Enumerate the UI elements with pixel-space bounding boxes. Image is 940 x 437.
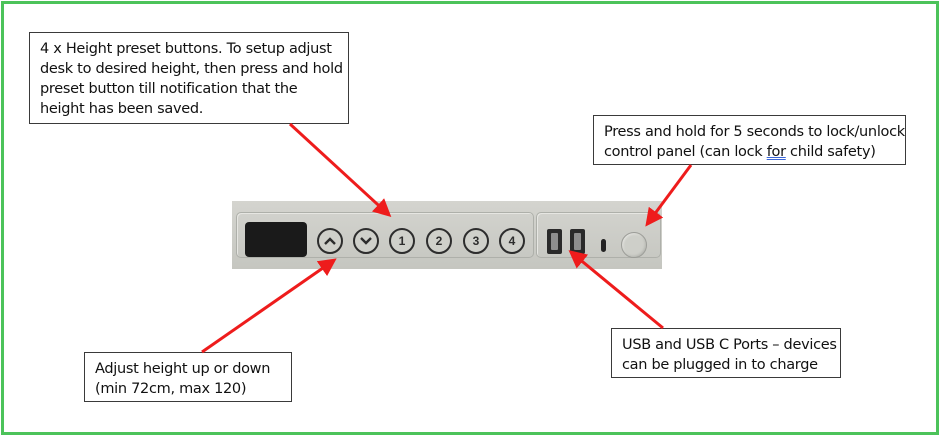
callout-text-line: USB and USB C Ports – devices (622, 337, 837, 353)
preset-4-button[interactable]: 4 (499, 228, 525, 254)
usb-a-port[interactable] (547, 229, 562, 254)
preset-1-button[interactable]: 1 (389, 228, 415, 254)
arrow-to-usb-ports (568, 250, 664, 330)
height-display (245, 222, 307, 257)
lock-button[interactable] (621, 232, 647, 258)
callout-preset-buttons: 4 x Height preset buttons. To setup adju… (29, 32, 349, 124)
spellcheck-underlined-word: for (766, 144, 786, 160)
callout-text-line: Press and hold for 5 seconds to lock/unl… (604, 124, 905, 140)
preset-3-button[interactable]: 3 (463, 228, 489, 254)
usb-a-port[interactable] (570, 229, 585, 254)
port-bezel (536, 212, 661, 258)
usb-c-port[interactable] (601, 239, 606, 252)
callout-text-line: control panel (can lock for child safety… (604, 142, 895, 162)
arrow-to-preset-buttons (288, 122, 392, 218)
callout-text-line: (min 72cm, max 120) (95, 381, 247, 397)
callout-text-line: can be plugged in to charge (622, 357, 818, 373)
down-button[interactable] (353, 228, 379, 254)
up-button[interactable] (317, 228, 343, 254)
callout-lock-panel: Press and hold for 5 seconds to lock/unl… (593, 115, 906, 165)
callout-text-line: preset button till notification that the (40, 81, 298, 97)
callout-adjust-height: Adjust height up or down (min 72cm, max … (84, 352, 292, 402)
arrow-to-lock-button (645, 164, 693, 227)
preset-2-button[interactable]: 2 (426, 228, 452, 254)
callout-text-fragment: control panel (can lock (604, 144, 767, 160)
arrow-to-up-down-buttons (201, 258, 337, 354)
callout-text-line: desk to desired height, then press and h… (40, 61, 343, 77)
callout-text-fragment: child safety) (785, 144, 876, 160)
callout-text-line: Adjust height up or down (95, 361, 271, 377)
callout-usb-ports: USB and USB C Ports – devices can be plu… (611, 328, 841, 378)
callout-text-line: height has been saved. (40, 101, 204, 117)
chevron-up-icon (324, 237, 336, 245)
callout-text-line: 4 x Height preset buttons. To setup adju… (40, 41, 332, 57)
chevron-down-icon (360, 237, 372, 245)
